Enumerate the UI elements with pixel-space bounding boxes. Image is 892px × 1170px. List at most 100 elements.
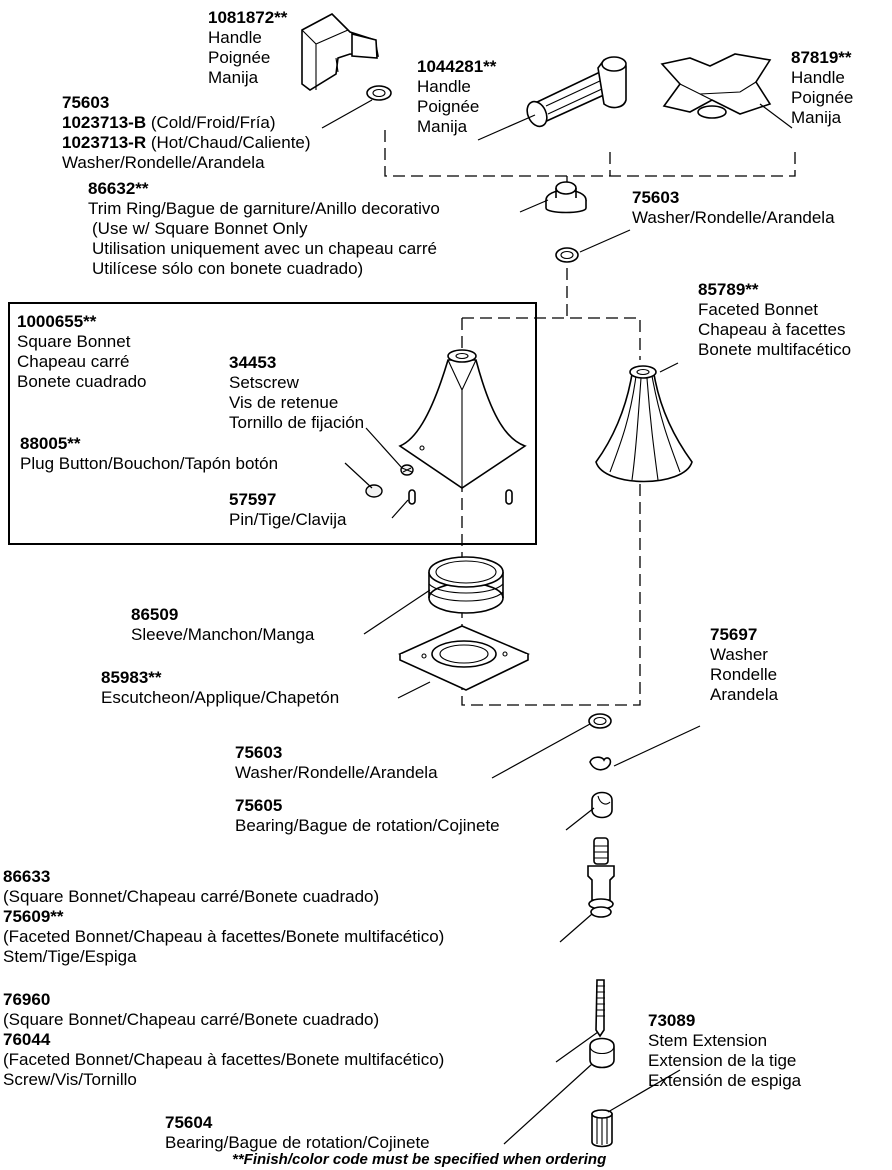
- label-handle-87819: 87819** Handle Poignée Manija: [791, 48, 853, 128]
- label-line: Extensión de espiga: [648, 1071, 802, 1090]
- faceted-bonnet-drawing: [595, 365, 693, 483]
- washer-75603-upper-drawing: [555, 247, 579, 263]
- label-line: Arandela: [710, 685, 779, 704]
- label-washer-75697: 75697 Washer Rondelle Arandela: [710, 625, 778, 705]
- part-number: 34453: [229, 353, 277, 372]
- label-line: Manija: [791, 108, 842, 127]
- label-line: Sleeve/Manchon/Manga: [131, 625, 315, 644]
- label-line: Manija: [417, 117, 468, 136]
- label-line: Poignée: [208, 48, 271, 67]
- stem-extension-drawing: [591, 1109, 613, 1148]
- label-line: Stem/Tige/Espiga: [3, 947, 137, 966]
- label-line: Extension de la tige: [648, 1051, 797, 1070]
- label-setscrew: 34453 Setscrew Vis de retenue Tornillo d…: [229, 353, 364, 433]
- screw-drawing: [595, 979, 605, 1038]
- label-line: Utilícese sólo con bonete cuadrado): [92, 259, 364, 278]
- label-washer-75603-right: 75603 Washer/Rondelle/Arandela: [632, 188, 835, 228]
- label-line: Stem Extension: [648, 1031, 768, 1050]
- part-number: 1044281**: [417, 57, 497, 76]
- label-line: Utilisation uniquement avec un chapeau c…: [92, 239, 437, 258]
- label-line: Vis de retenue: [229, 393, 339, 412]
- part-number: 1081872**: [208, 8, 288, 27]
- setscrew-34453-drawing: [400, 464, 414, 476]
- part-number: 75603: [235, 743, 283, 762]
- label-faceted-bonnet: 85789** Faceted Bonnet Chapeau à facette…: [698, 280, 851, 360]
- assembly-line-center: [461, 268, 641, 706]
- washer-1023713-drawing: [366, 85, 392, 101]
- part-number: 76044: [3, 1030, 51, 1049]
- label-line: (Faceted Bonnet/Chapeau à facettes/Bonet…: [3, 1050, 445, 1069]
- part-number: 87819**: [791, 48, 852, 67]
- label-line: Handle: [791, 68, 845, 87]
- label-plug-button: 88005** Plug Button/Bouchon/Tapón botón: [20, 434, 278, 474]
- label-washer-75603-low: 75603 Washer/Rondelle/Arandela: [235, 743, 438, 783]
- label-line: Screw/Vis/Tornillo: [3, 1070, 137, 1089]
- plug-button-88005-drawing: [365, 484, 383, 498]
- part-number: 75603: [62, 93, 110, 112]
- part-number: 75604: [165, 1113, 213, 1132]
- part-number: 88005**: [20, 434, 81, 453]
- part-number: 75609**: [3, 907, 64, 926]
- label-line: (Faceted Bonnet/Chapeau à facettes/Bonet…: [3, 927, 445, 946]
- label-line: Handle: [417, 77, 471, 96]
- part-number: 73089: [648, 1011, 696, 1030]
- label-line: Pin/Tige/Clavija: [229, 510, 347, 529]
- part-number: 86509: [131, 605, 179, 624]
- label-line: (Square Bonnet/Chapeau carré/Bonete cuad…: [3, 887, 380, 906]
- label-line: Washer: [710, 645, 768, 664]
- label-stem: 86633 (Square Bonnet/Chapeau carré/Bonet…: [3, 867, 444, 967]
- label-line: Washer/Rondelle/Arandela: [632, 208, 835, 227]
- label-line: Trim Ring/Bague de garniture/Anillo deco…: [88, 199, 440, 218]
- label-square-bonnet: 1000655** Square Bonnet Chapeau carré Bo…: [17, 312, 147, 392]
- part-number: 85983**: [101, 668, 162, 687]
- label-line: Plug Button/Bouchon/Tapón botón: [20, 454, 279, 473]
- part-number: 75697: [710, 625, 758, 644]
- square-bonnet-drawing: [398, 349, 527, 489]
- label-handle-1081872: 1081872** Handle Poignée Manija: [208, 8, 287, 88]
- handle-1044281-drawing: [526, 56, 627, 128]
- part-number: 75605: [235, 796, 283, 815]
- label-line: (Square Bonnet/Chapeau carré/Bonete cuad…: [3, 1010, 380, 1029]
- stem-drawing: [587, 837, 615, 918]
- label-line: Manija: [208, 68, 259, 87]
- label-line: Handle: [208, 28, 262, 47]
- handle-87819-drawing: [660, 53, 772, 119]
- part-number: 86632**: [88, 179, 149, 198]
- label-trim-ring: 86632** Trim Ring/Bague de garniture/Ani…: [88, 179, 440, 279]
- label-line: Square Bonnet: [17, 332, 131, 351]
- part-number: 86633: [3, 867, 51, 886]
- label-sleeve: 86509 Sleeve/Manchon/Manga: [131, 605, 314, 645]
- washer-75603-lower-drawing: [588, 713, 612, 729]
- label-pin: 57597 Pin/Tige/Clavija: [229, 490, 346, 530]
- label-line: Bearing/Bague de rotation/Cojinete: [235, 816, 500, 835]
- part-number: 75603: [632, 188, 680, 207]
- label-line: (Use w/ Square Bonnet Only: [92, 219, 308, 238]
- label-line: (Hot/Chaud/Caliente): [146, 133, 311, 152]
- label-escutcheon: 85983** Escutcheon/Applique/Chapetón: [101, 668, 339, 708]
- label-line: Poignée: [791, 88, 854, 107]
- footnote: **Finish/color code must be specified wh…: [232, 1151, 607, 1168]
- trim-ring-86632-drawing: [545, 181, 587, 214]
- part-number: 1000655**: [17, 312, 97, 331]
- washer-75697-drawing: [589, 756, 612, 771]
- part-number: 85789**: [698, 280, 759, 299]
- label-line: Setscrew: [229, 373, 299, 392]
- label-washer-group-top: 75603 1023713-B (Cold/Froid/Fría) 102371…: [62, 93, 311, 173]
- label-screw: 76960 (Square Bonnet/Chapeau carré/Bonet…: [3, 990, 444, 1090]
- label-bearing-75604: 75604 Bearing/Bague de rotation/Cojinete: [165, 1113, 430, 1153]
- label-line: Bearing/Bague de rotation/Cojinete: [165, 1133, 430, 1152]
- label-line: Washer/Rondelle/Arandela: [235, 763, 438, 782]
- label-bearing-75605: 75605 Bearing/Bague de rotation/Cojinete: [235, 796, 500, 836]
- part-number: 76960: [3, 990, 51, 1009]
- label-line: (Cold/Froid/Fría): [146, 113, 276, 132]
- label-line: Rondelle: [710, 665, 778, 684]
- label-handle-1044281: 1044281** Handle Poignée Manija: [417, 57, 496, 137]
- escutcheon-85983-drawing: [398, 625, 530, 691]
- part-number: 1023713-R: [62, 133, 147, 152]
- handle-1081872-drawing: [301, 13, 379, 91]
- bearing-75604-drawing: [589, 1037, 615, 1069]
- label-line: Faceted Bonnet: [698, 300, 819, 319]
- sleeve-86509-drawing: [428, 556, 504, 614]
- label-stem-extension: 73089 Stem Extension Extension de la tig…: [648, 1011, 801, 1091]
